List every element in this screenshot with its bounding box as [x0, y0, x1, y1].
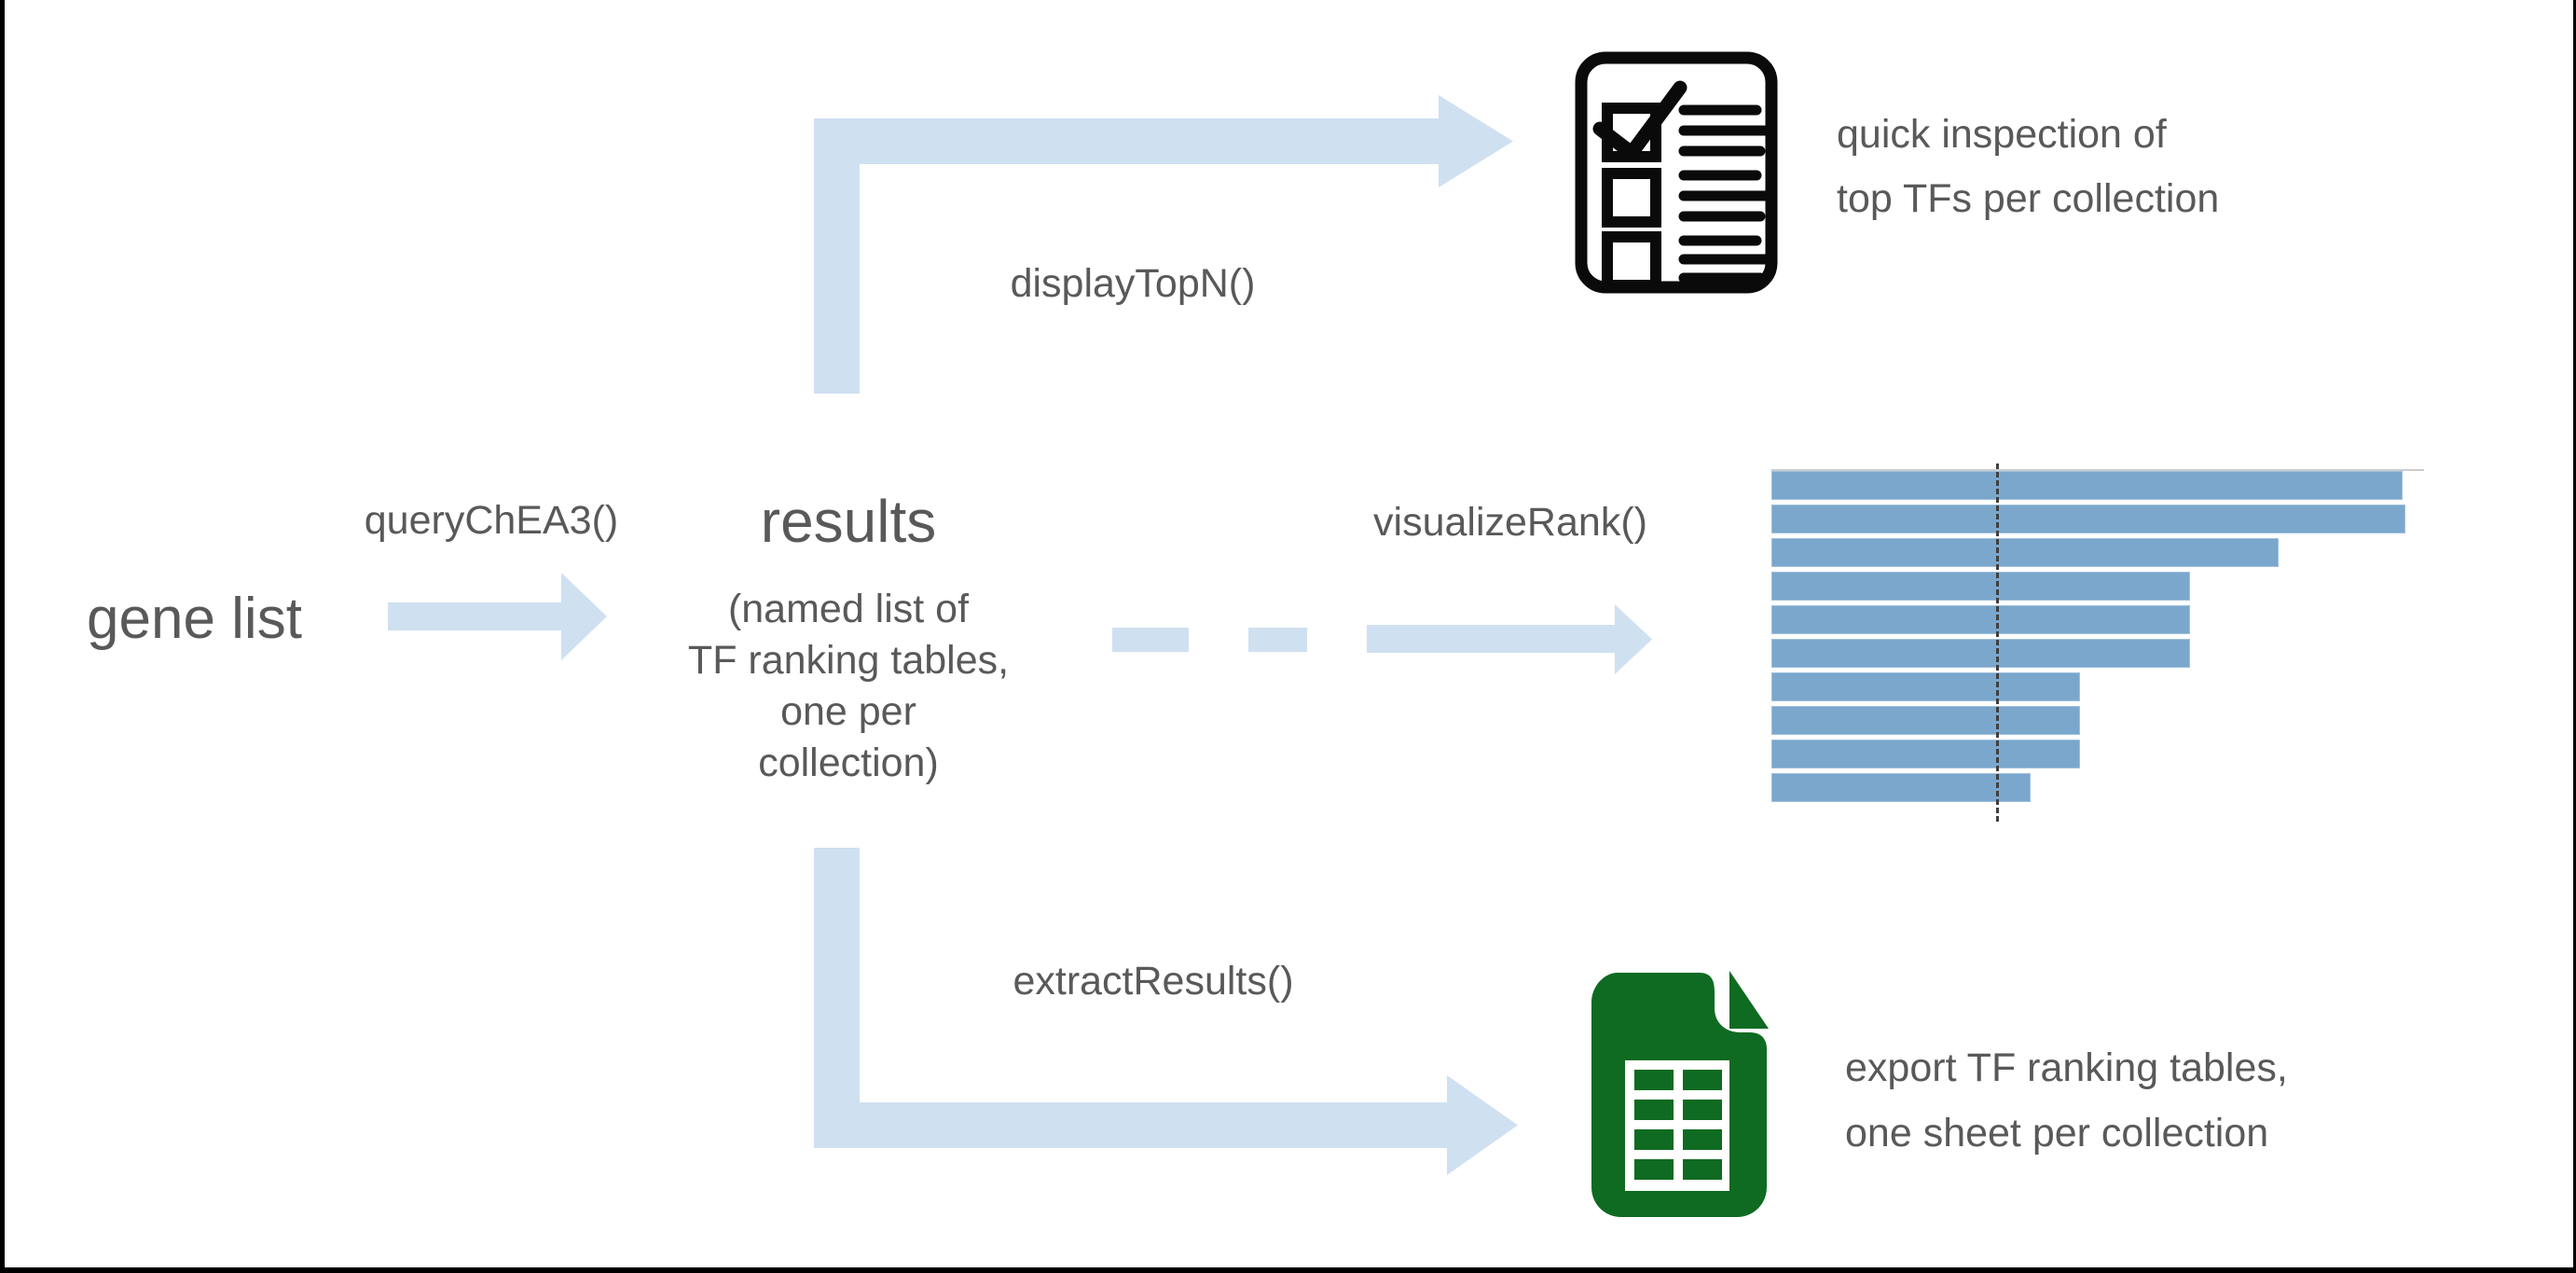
arrow-results-to-export — [814, 848, 1518, 1175]
folded-corner — [1729, 971, 1769, 1029]
bar — [1771, 605, 2190, 634]
results-subtitle: (named list of TF ranking tables, one pe… — [685, 584, 1012, 789]
results-subtitle-line-2: TF ranking tables, — [687, 638, 1010, 683]
extract-results-function-label: extractResults() — [1012, 959, 1294, 1003]
chart-reference-line — [1995, 464, 1999, 822]
inspection-caption-line-1: quick inspection of — [1837, 112, 2167, 157]
query-chea3-function-label: queryChEA3() — [364, 498, 619, 543]
bar — [1771, 639, 2190, 668]
bar — [1771, 538, 2279, 567]
export-caption: export TF ranking tables, one sheet per … — [1845, 1035, 2288, 1166]
bar — [1771, 672, 2081, 701]
results-subtitle-line-1: (named list of — [727, 587, 970, 631]
bar — [1771, 706, 2081, 735]
slide-background: gene list queryChEA3() results (named li… — [5, 0, 2573, 1267]
bar — [1771, 572, 2190, 601]
results-subtitle-line-3: one per collection) — [758, 689, 939, 785]
inspection-caption: quick inspection of top TFs per collecti… — [1837, 103, 2219, 231]
spreadsheet-grid — [1634, 1070, 1722, 1180]
bar — [1771, 773, 2031, 802]
spreadsheet-icon — [1591, 971, 1769, 1217]
bar — [1771, 505, 2405, 533]
arrow-results-to-chart-dashed — [1112, 604, 1652, 674]
bar — [1771, 471, 2403, 500]
export-caption-line-2: one sheet per collection — [1845, 1111, 2269, 1155]
arrow-results-to-inspection — [814, 95, 1513, 394]
tf-rank-bar-chart — [1771, 464, 2424, 822]
checklist-icon — [1575, 51, 1778, 294]
bar — [1771, 740, 2081, 768]
arrow-gene-list-to-results — [388, 573, 607, 660]
results-title: results — [760, 488, 937, 555]
gene-list-label: gene list — [87, 587, 302, 651]
export-caption-line-1: export TF ranking tables, — [1845, 1045, 2288, 1090]
inspection-caption-line-2: top TFs per collection — [1837, 176, 2220, 221]
display-topn-function-label: displayTopN() — [1010, 261, 1256, 306]
visualize-rank-function-label: visualizeRank() — [1373, 500, 1647, 545]
